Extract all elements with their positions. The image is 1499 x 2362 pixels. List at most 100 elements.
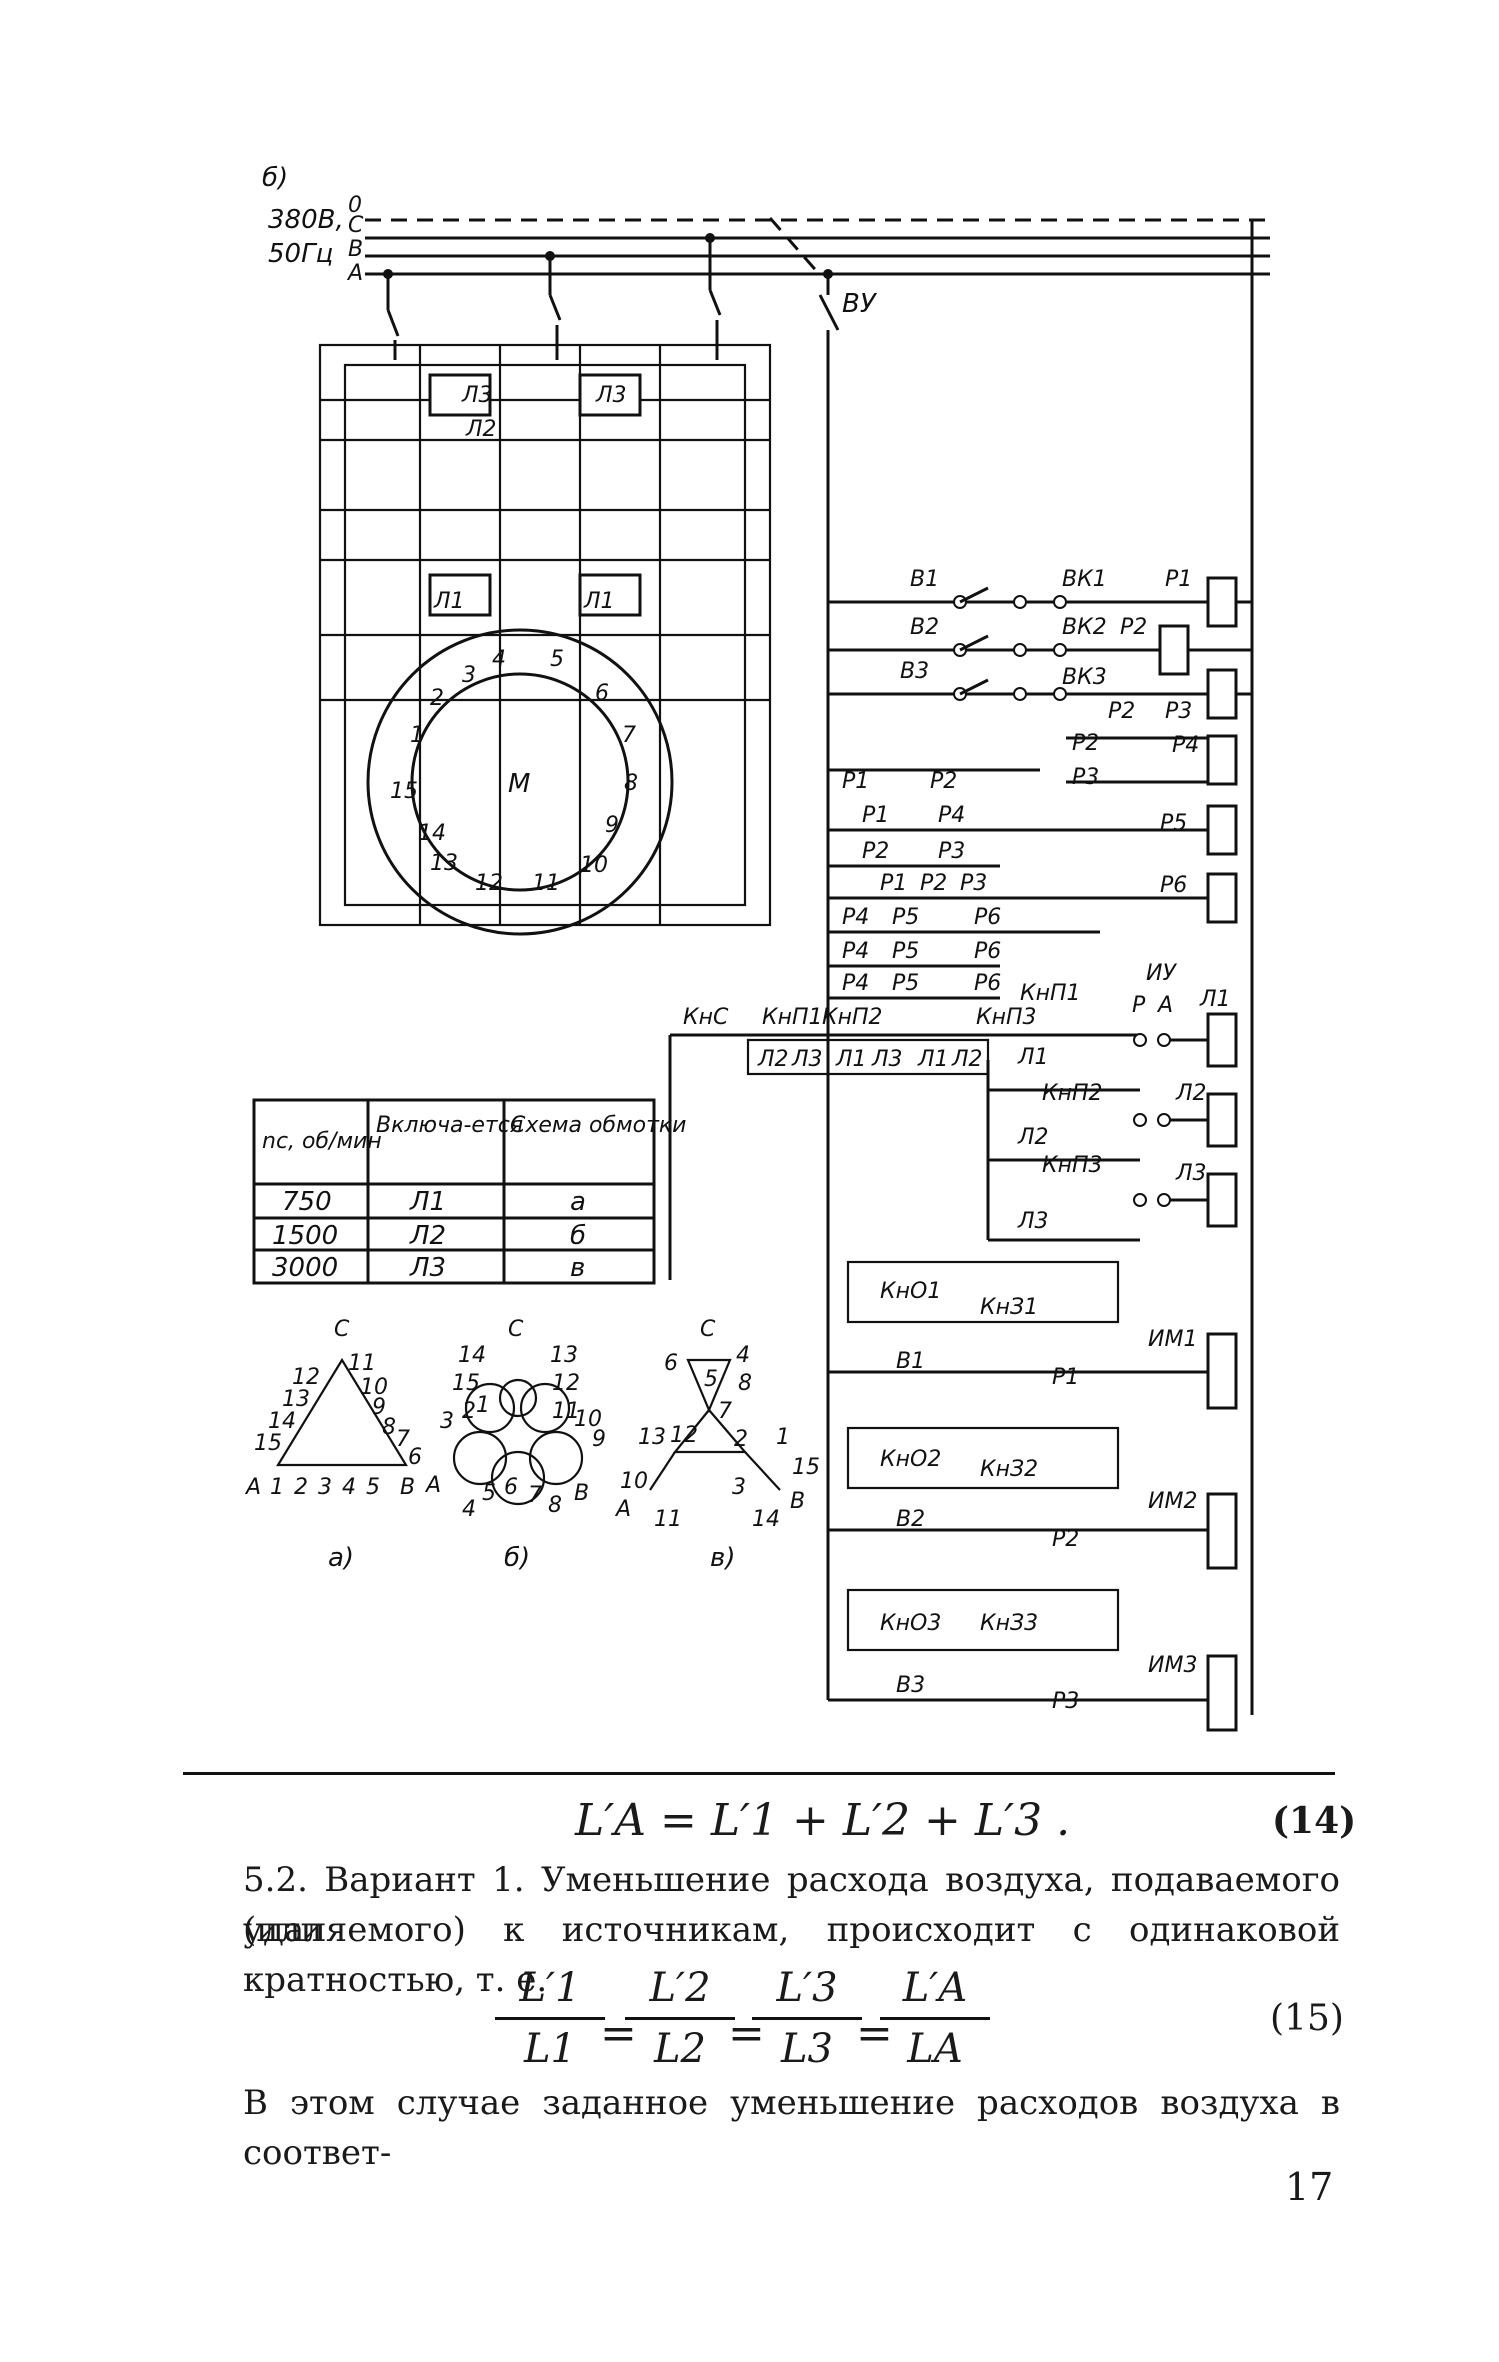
svg-text:В: В xyxy=(400,1475,415,1500)
main-switch-label: ВУ xyxy=(842,289,878,319)
svg-text:5: 5 xyxy=(366,1475,380,1500)
svg-text:11: 11 xyxy=(532,871,560,896)
svg-text:12: 12 xyxy=(552,1371,580,1396)
fraction-2: L′2 L2 xyxy=(625,1965,735,2072)
phase-b: В xyxy=(348,237,363,262)
actuator-3: КнО3 КнЗ3 В3 Р3 ИМ3 xyxy=(828,1588,1238,1732)
svg-text:а: а xyxy=(570,1187,586,1217)
svg-text:6: 6 xyxy=(664,1351,678,1376)
svg-text:Р1: Р1 xyxy=(862,803,889,828)
svg-text:9: 9 xyxy=(605,813,619,838)
motor-terminals: 1 2 3 4 5 6 7 8 9 10 11 12 13 14 15 xyxy=(390,647,638,896)
svg-text:б: б xyxy=(570,1221,586,1251)
svg-text:nс, об/мин: nс, об/мин xyxy=(262,1129,382,1154)
svg-text:ИМ2: ИМ2 xyxy=(1148,1489,1197,1514)
winding-scheme-b: С 14 13 15 12 2 1 11 10 3 9 А 4 5 6 7 8 … xyxy=(424,1317,606,1573)
svg-text:КнЗ1: КнЗ1 xyxy=(980,1295,1038,1320)
svg-text:КнП1: КнП1 xyxy=(762,1005,823,1030)
svg-text:А: А xyxy=(614,1497,631,1522)
svg-text:Р5: Р5 xyxy=(1160,811,1187,836)
equation-14: L′A = L′1 + L′2 + L′3 . xyxy=(575,1795,1071,1846)
svg-text:Схема обмотки: Схема обмотки xyxy=(510,1113,686,1138)
svg-text:6: 6 xyxy=(408,1445,422,1470)
svg-text:КнО2: КнО2 xyxy=(880,1447,941,1472)
svg-text:9: 9 xyxy=(372,1395,386,1420)
svg-text:8: 8 xyxy=(624,771,638,796)
svg-text:Включа-ется: Включа-ется xyxy=(376,1113,523,1138)
fraction-1: L′1 L1 xyxy=(495,1965,605,2072)
svg-text:Р5: Р5 xyxy=(892,939,919,964)
svg-text:Л3: Л3 xyxy=(1175,1161,1207,1186)
svg-text:Р1: Р1 xyxy=(1052,1365,1079,1390)
svg-text:1: 1 xyxy=(270,1475,284,1500)
svg-text:7: 7 xyxy=(622,723,636,748)
svg-text:В3: В3 xyxy=(896,1673,925,1698)
svg-text:В: В xyxy=(574,1481,589,1506)
equals-3: = xyxy=(856,2008,893,2059)
svg-text:ВК1: ВК1 xyxy=(1062,567,1107,592)
svg-text:Р2: Р2 xyxy=(862,839,889,864)
selector-switch: ИУ Р А xyxy=(1132,961,1177,1207)
svg-text:В2: В2 xyxy=(896,1507,925,1532)
svg-text:ВК3: ВК3 xyxy=(1062,665,1107,690)
svg-text:Л2: Л2 xyxy=(1175,1081,1207,1106)
panel-label: б) xyxy=(262,163,288,193)
equals-2: = xyxy=(728,2008,765,2059)
svg-text:2: 2 xyxy=(462,1399,476,1424)
svg-text:Р5: Р5 xyxy=(892,971,919,996)
svg-text:10: 10 xyxy=(360,1375,388,1400)
winding-caption-v: в) xyxy=(710,1543,735,1573)
svg-text:Р4: Р4 xyxy=(842,905,869,930)
svg-text:1: 1 xyxy=(476,1393,490,1418)
svg-text:3: 3 xyxy=(732,1475,746,1500)
supply-frequency: 50Гц xyxy=(268,239,333,269)
svg-text:Р3: Р3 xyxy=(1052,1689,1079,1714)
contactor-tag-l1a: Л1 xyxy=(433,589,465,614)
svg-text:Л3: Л3 xyxy=(409,1253,446,1283)
actuator-1: КнО1 КнЗ1 В1 Р1 ИМ1 xyxy=(828,1260,1238,1410)
page-number: 17 xyxy=(1285,2165,1334,2209)
svg-text:Р6: Р6 xyxy=(974,939,1001,964)
svg-text:Р2: Р2 xyxy=(1072,731,1099,756)
svg-text:8: 8 xyxy=(382,1415,396,1440)
svg-text:15: 15 xyxy=(452,1371,480,1396)
actuator-2: КнО2 КнЗ2 В2 Р2 ИМ2 xyxy=(828,1426,1238,1570)
svg-text:14: 14 xyxy=(458,1343,486,1368)
svg-text:5: 5 xyxy=(704,1367,718,1392)
svg-text:12: 12 xyxy=(292,1365,320,1390)
svg-text:12: 12 xyxy=(670,1423,698,1448)
svg-text:4: 4 xyxy=(736,1343,750,1368)
winding-caption-a: а) xyxy=(328,1543,354,1573)
equation-15-number: (15) xyxy=(1270,1998,1344,2039)
svg-text:5: 5 xyxy=(550,647,564,672)
svg-text:Л2: Л2 xyxy=(409,1221,446,1251)
svg-text:7: 7 xyxy=(396,1427,410,1452)
svg-text:Р3: Р3 xyxy=(1072,765,1099,790)
svg-text:КнО1: КнО1 xyxy=(880,1279,941,1304)
svg-text:в: в xyxy=(570,1253,585,1283)
svg-text:Р2: Р2 xyxy=(1108,699,1135,724)
svg-text:4: 4 xyxy=(342,1475,356,1500)
fraction-4: L′A LA xyxy=(880,1965,990,2072)
svg-text:Р4: Р4 xyxy=(842,971,869,996)
svg-text:В1: В1 xyxy=(910,567,939,592)
svg-text:6: 6 xyxy=(504,1475,518,1500)
section-rule xyxy=(183,1772,1335,1775)
paragraph-continuation: В этом случае заданное уменьшение расход… xyxy=(243,2083,1340,2173)
svg-text:ВК2: ВК2 xyxy=(1062,615,1107,640)
svg-text:Л2: Л2 xyxy=(1017,1125,1049,1150)
svg-text:14: 14 xyxy=(268,1409,296,1434)
svg-text:12: 12 xyxy=(475,871,503,896)
control-row-2: В2 ВК2 Р2 xyxy=(828,615,1252,676)
svg-text:1500: 1500 xyxy=(272,1221,338,1251)
svg-text:9: 9 xyxy=(592,1427,606,1452)
svg-text:3: 3 xyxy=(462,663,476,688)
svg-text:Р4: Р4 xyxy=(1172,733,1199,758)
svg-text:Л2: Л2 xyxy=(951,1047,983,1072)
svg-text:1: 1 xyxy=(776,1425,790,1450)
svg-text:КнЗ3: КнЗ3 xyxy=(980,1611,1038,1636)
svg-text:КнП3: КнП3 xyxy=(976,1005,1037,1030)
svg-text:15: 15 xyxy=(254,1431,282,1456)
output-coils: Л1 Л2 Л3 xyxy=(1170,987,1238,1228)
svg-text:Л1: Л1 xyxy=(835,1047,867,1072)
